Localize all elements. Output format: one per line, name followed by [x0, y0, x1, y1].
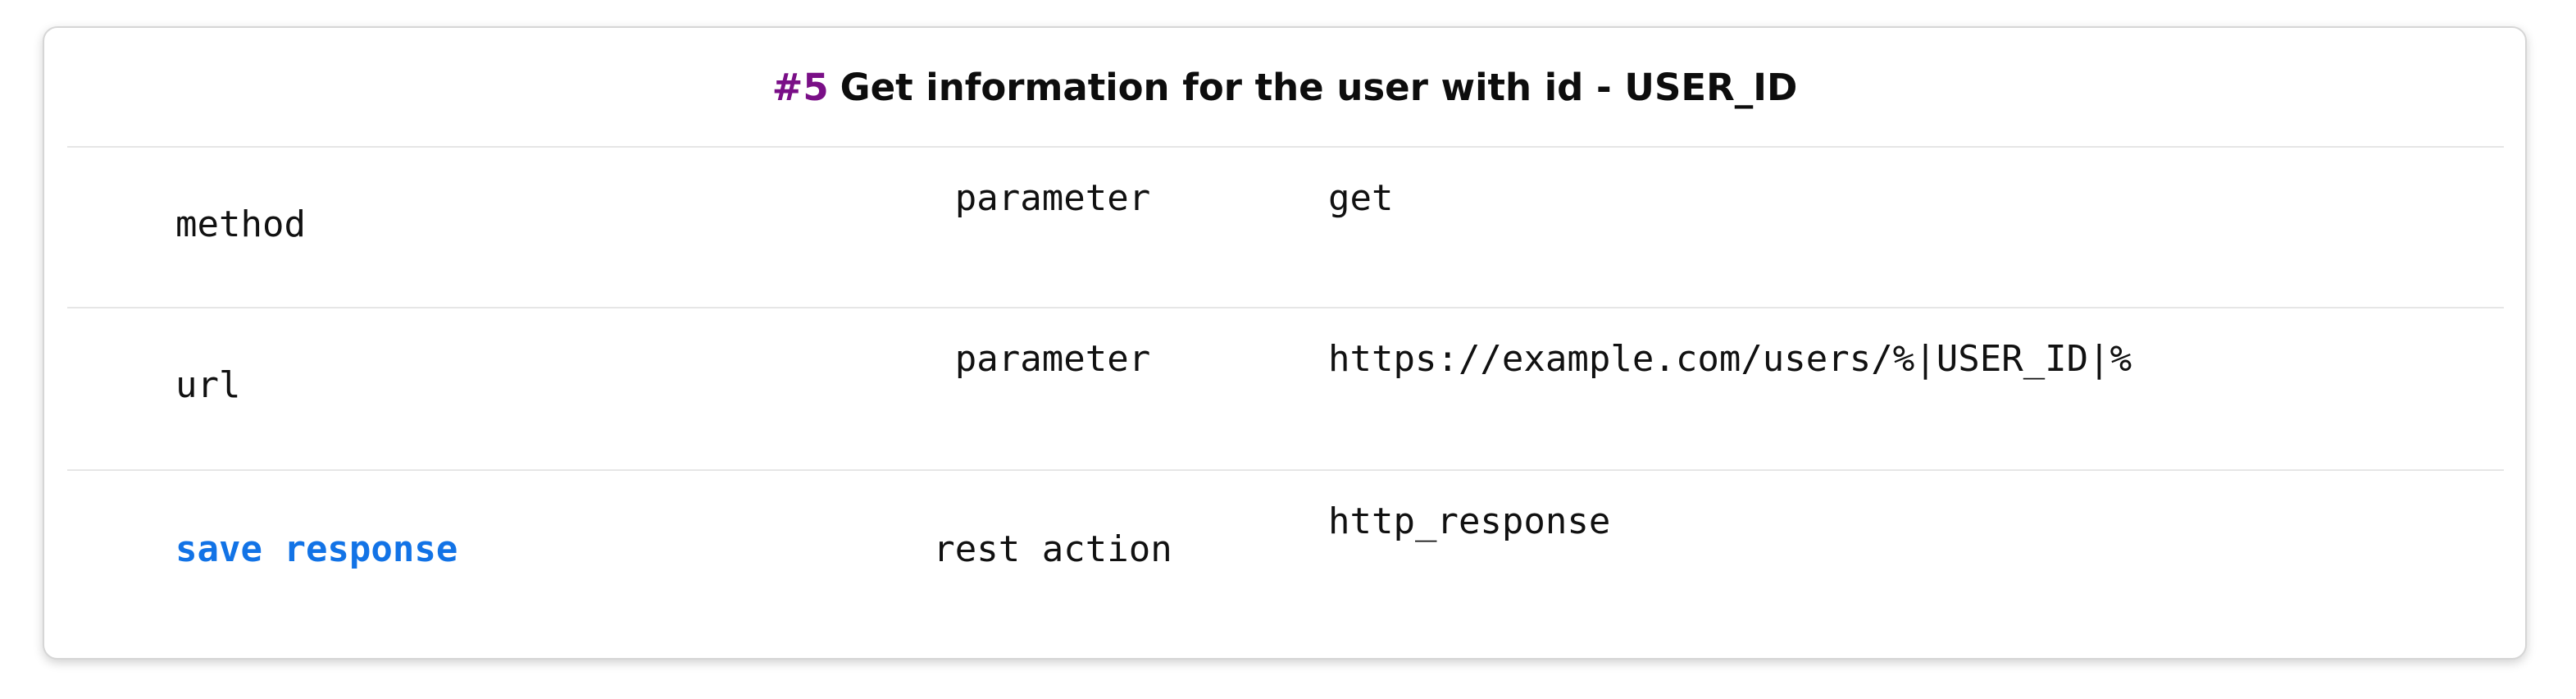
row-value: get: [1328, 177, 1394, 219]
row-divider: [67, 146, 2504, 148]
row-type: rest action: [933, 528, 1172, 570]
row-name: method: [175, 203, 306, 245]
row-value: http_response: [1328, 500, 1611, 542]
row-name: url: [175, 364, 241, 406]
step-title-text: Get information for the user with id - U…: [840, 65, 1798, 109]
step-title: #5 Get information for the user with id …: [44, 28, 2525, 146]
row-divider: [67, 469, 2504, 471]
step-card: #5 Get information for the user with id …: [43, 26, 2527, 660]
save-response-link[interactable]: save response: [175, 528, 458, 570]
row-divider: [67, 307, 2504, 308]
step-number: #5: [771, 65, 829, 109]
row-value: https://example.com/users/%|USER_ID|%: [1328, 338, 2132, 380]
row-type: parameter: [954, 338, 1151, 380]
row-type: parameter: [954, 177, 1151, 219]
